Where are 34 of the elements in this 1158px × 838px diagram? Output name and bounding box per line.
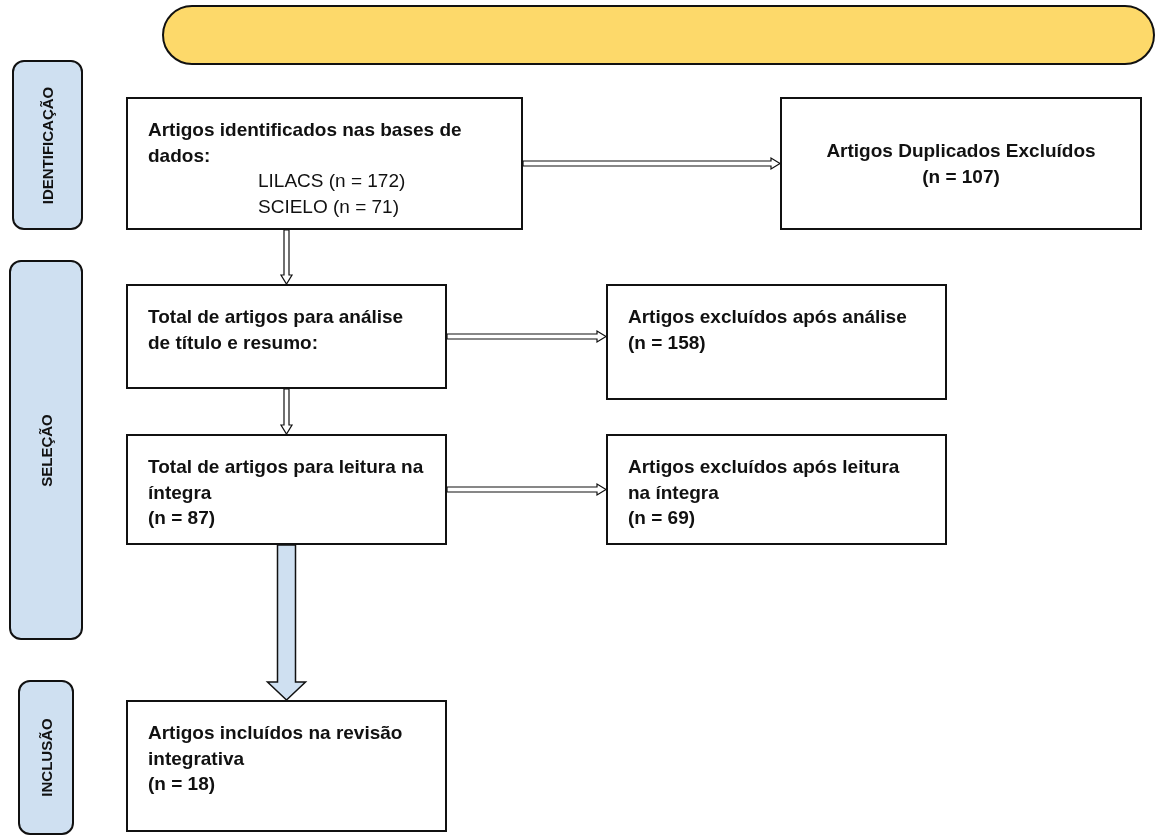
box-text: (n = 158) <box>628 330 706 355</box>
stage-band <box>9 260 83 640</box>
box-text: Artigos excluídos após leitura na íntegra <box>628 455 901 505</box>
box-text: Total de artigos para leitura na íntegra <box>148 455 425 505</box>
box-text: Artigos excluídos após análise <box>628 305 907 329</box>
process-box <box>126 434 447 545</box>
arrow <box>279 388 294 436</box>
box-text: Total de artigos para análise de título e resumo: <box>148 305 405 355</box>
arrow <box>446 329 608 344</box>
process-box <box>606 434 947 545</box>
stage-label: IDENTIFICAÇÃO <box>39 86 56 204</box>
box-text: (n = 87) <box>148 506 216 531</box>
box-text: (n = 18) <box>148 772 216 797</box>
stage-band <box>18 680 74 835</box>
rounded-banner <box>162 5 1155 65</box>
process-box <box>126 700 447 832</box>
box-text: (n = 69) <box>628 506 696 531</box>
arrow <box>522 156 782 171</box>
box-text: (n = 107) <box>922 164 1000 189</box>
process-box <box>780 97 1142 230</box>
arrow <box>265 544 308 702</box>
box-text: Artigos Duplicados Excluídos <box>826 138 1096 163</box>
source-count: LILACS (n = 172) <box>257 169 406 194</box>
source-count: SCIELO (n = 71) <box>257 194 399 219</box>
process-box <box>126 284 447 389</box>
box-heading: Artigos identificados nas bases de dados: <box>148 118 463 168</box>
arrow <box>446 482 608 497</box>
stage-band <box>12 60 83 230</box>
stage-label: SELEÇÃO <box>37 413 55 487</box>
arrow <box>279 229 294 286</box>
stage-label: INCLUSÃO <box>37 718 55 797</box>
process-box <box>606 284 947 400</box>
box-text: Artigos incluídos na revisão integrativa <box>148 721 404 771</box>
process-box <box>126 97 523 230</box>
